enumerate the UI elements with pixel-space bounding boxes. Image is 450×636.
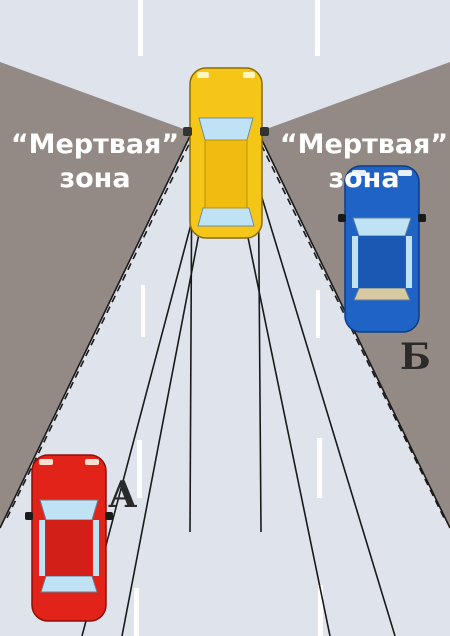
red-car-icon: [25, 454, 113, 622]
right-blind-zone-label: “Мертвая” зона: [278, 128, 450, 196]
blue-car-icon: [338, 165, 426, 333]
yellow-car-icon: [183, 67, 269, 239]
lane-markings: [134, 0, 323, 636]
left-blind-zone-label: “Мертвая” зона: [0, 128, 190, 196]
left-blind-zone-label-line1: “Мертвая”: [10, 129, 180, 160]
car-a-label: А: [108, 474, 138, 516]
car-b-label: Б: [400, 336, 431, 378]
left-blind-zone: [0, 62, 192, 528]
right-blind-zone-label-line1: “Мертвая”: [279, 129, 449, 160]
left-blind-zone-label-line2: зона: [59, 163, 131, 194]
right-blind-zone-label-line2: зона: [328, 163, 400, 194]
